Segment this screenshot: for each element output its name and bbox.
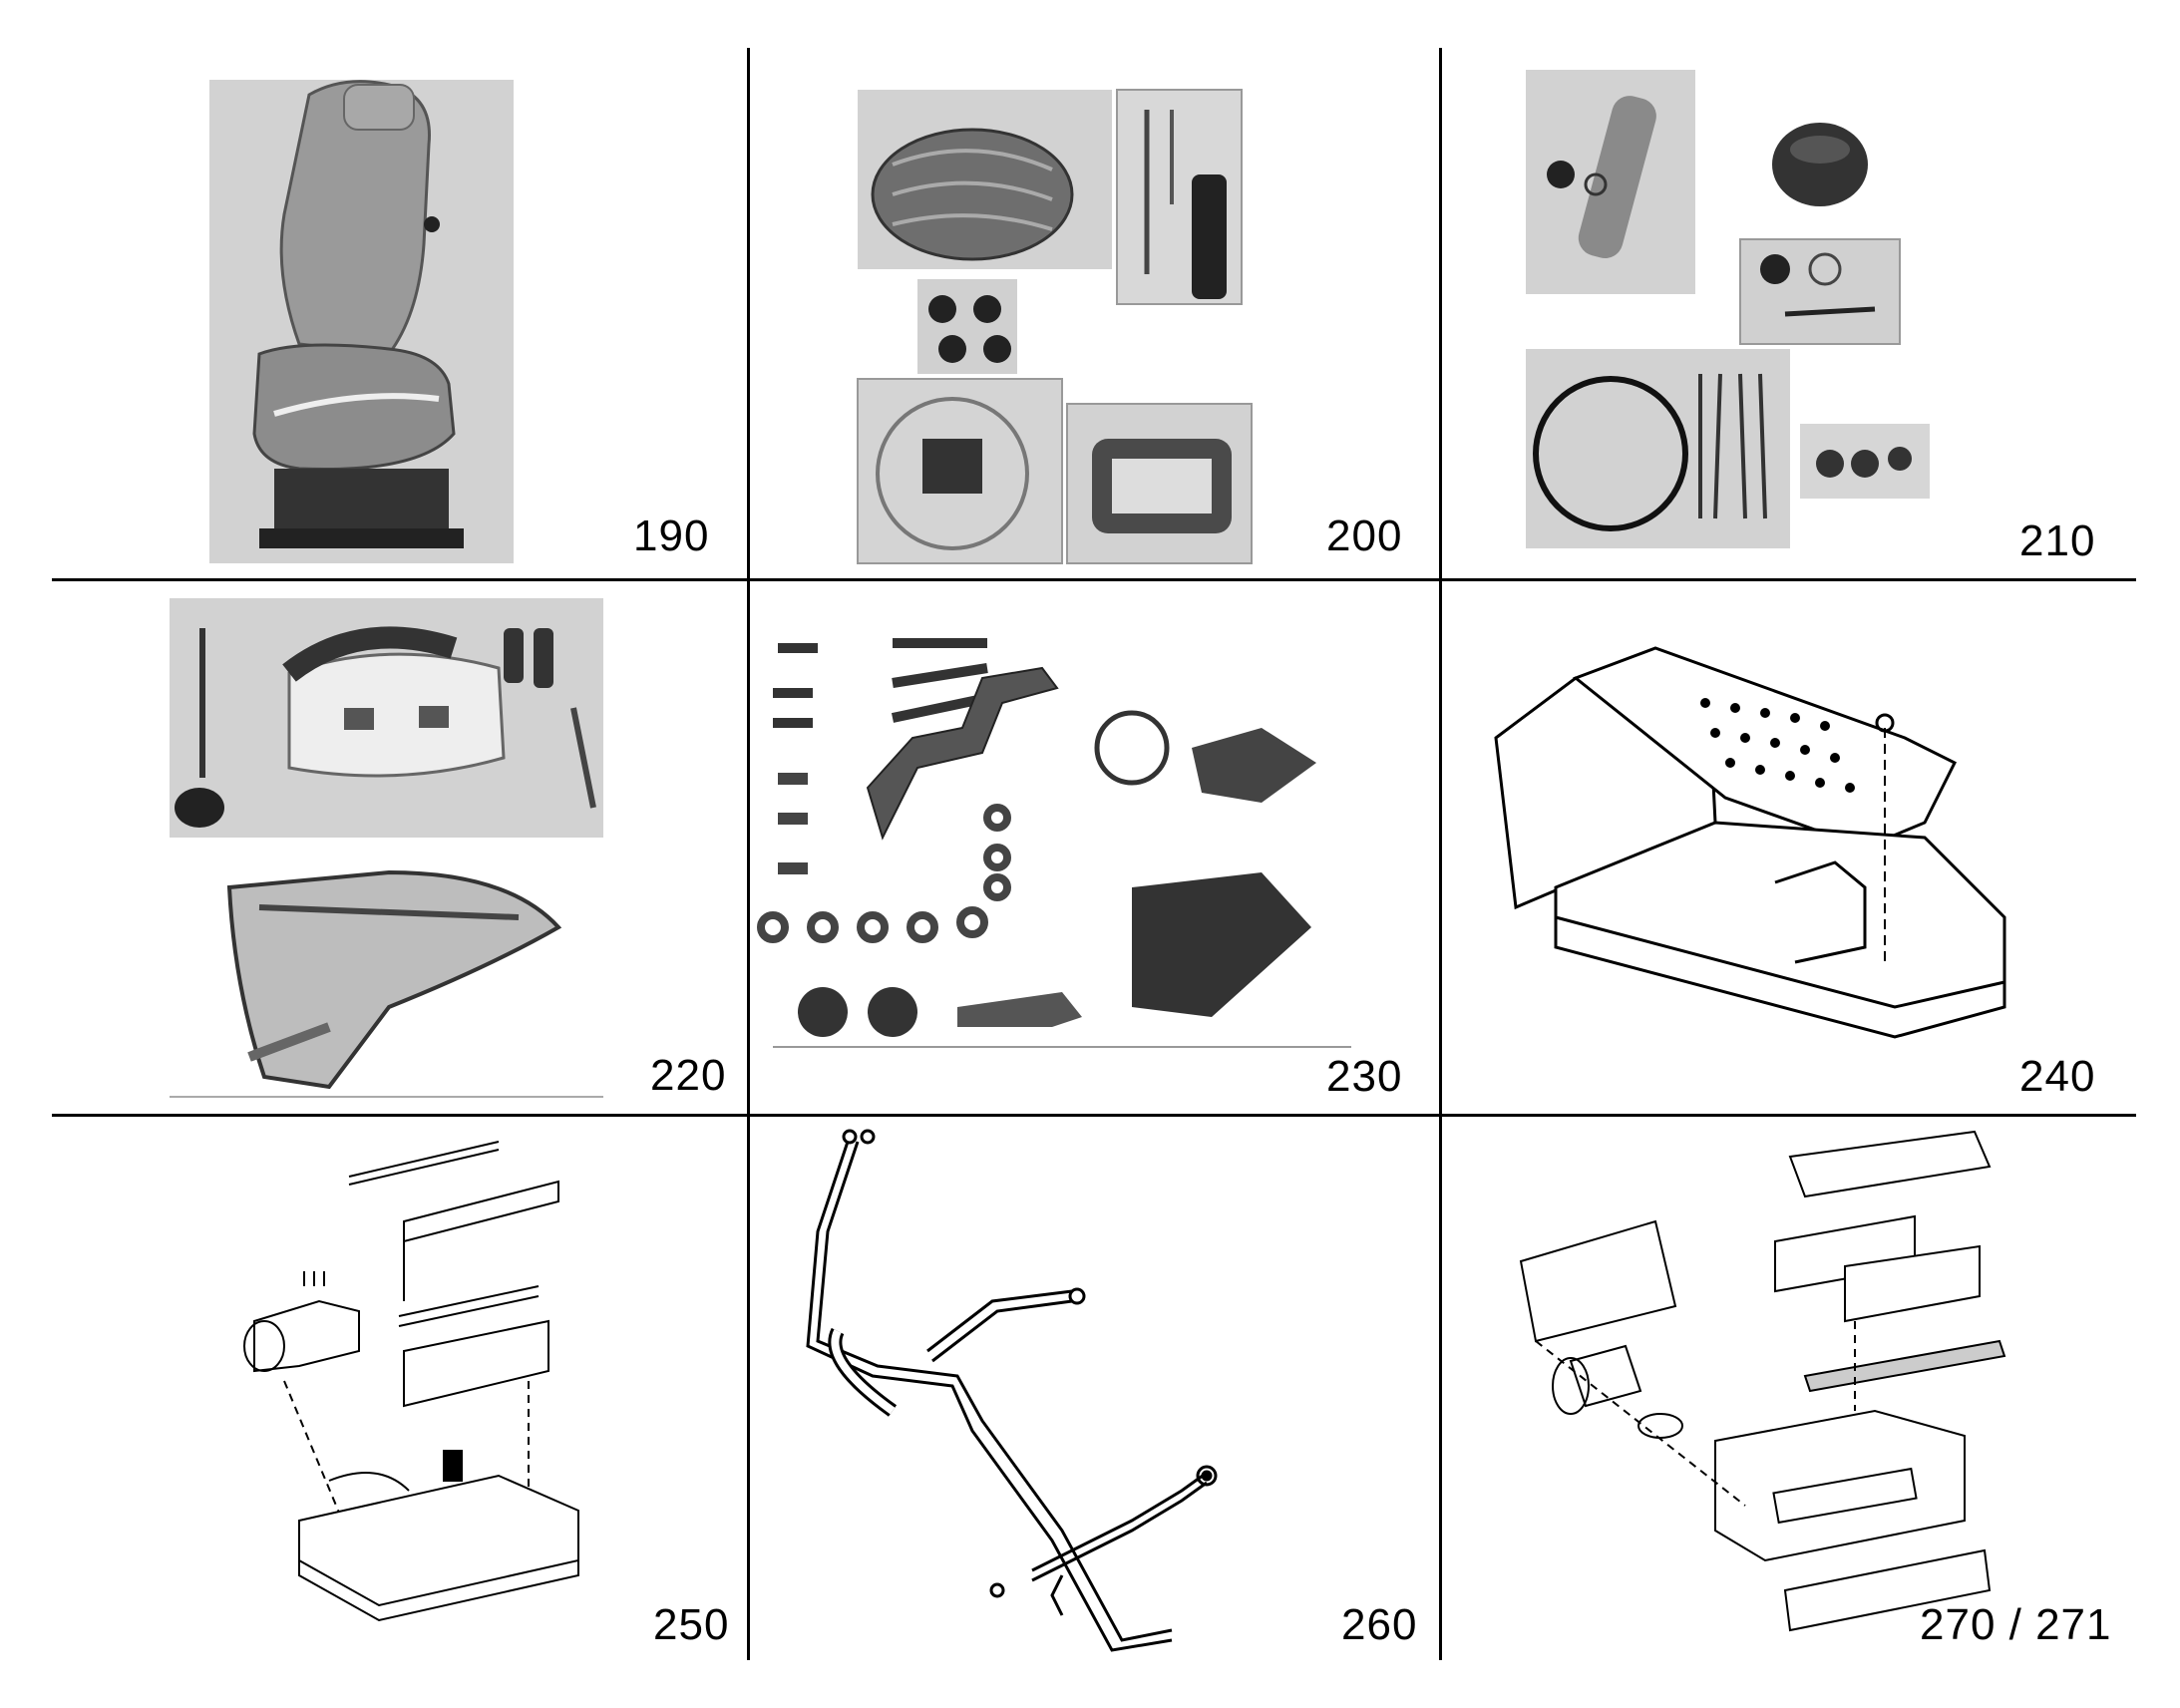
kit-photo <box>857 89 1253 564</box>
cell-number: 260 <box>1341 1600 1418 1649</box>
cell-270-271[interactable]: 270 / 271 <box>1446 1122 2134 1660</box>
cell-number: 200 <box>1326 512 1403 560</box>
cell-190[interactable]: 190 <box>60 55 743 573</box>
kit-photo <box>1526 70 1930 548</box>
cell-number: 220 <box>650 1051 727 1100</box>
cell-number: 250 <box>653 1600 730 1649</box>
cell-200[interactable]: 200 <box>753 55 1436 573</box>
cell-210[interactable]: 210 <box>1446 55 2134 573</box>
cell-number: 210 <box>2019 516 2096 565</box>
cell-number: 190 <box>633 512 710 560</box>
cell-220[interactable]: 220 <box>60 588 743 1107</box>
vertical-divider-left <box>747 48 750 1660</box>
cell-260[interactable]: 260 <box>753 1122 1436 1660</box>
horizontal-divider-top <box>52 578 2136 581</box>
vertical-divider-right <box>1439 48 1442 1660</box>
cell-250[interactable]: 250 <box>60 1122 743 1660</box>
seat-photo <box>209 80 514 563</box>
housing-drawing <box>1494 646 2006 1039</box>
hose-drawing <box>806 1129 1218 1652</box>
cell-240[interactable]: 240 <box>1446 588 2134 1107</box>
cell-number: 230 <box>1326 1052 1403 1101</box>
cell-230[interactable]: 230 <box>753 588 1436 1107</box>
cell-number: 240 <box>2019 1052 2096 1101</box>
horizontal-divider-bottom <box>52 1114 2136 1117</box>
hardware-photo <box>757 638 1351 1048</box>
heater-drawing <box>243 1141 579 1622</box>
ac-assembly-drawing <box>1519 1130 2006 1632</box>
console-photo <box>170 598 603 1098</box>
cell-number: 270 / 271 <box>1920 1600 2112 1649</box>
